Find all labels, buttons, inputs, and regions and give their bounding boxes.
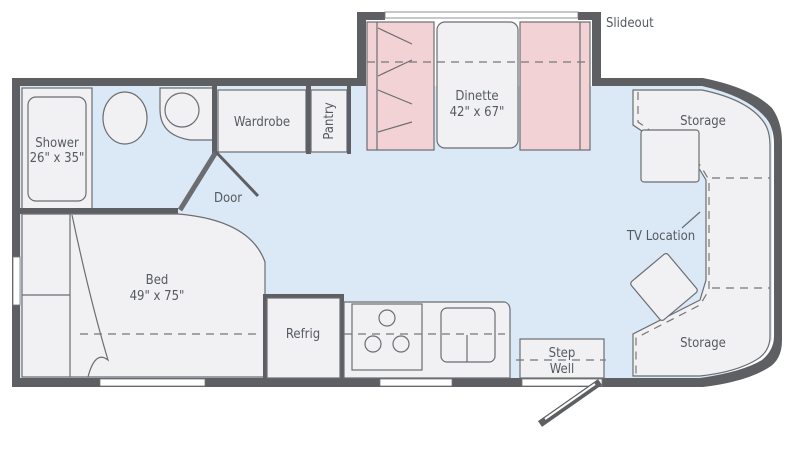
toilet-icon: [102, 91, 148, 145]
shower: [21, 87, 93, 211]
dinette-seat-right: [519, 21, 591, 151]
kitchen-window: [379, 378, 453, 387]
front-cab-area: [632, 89, 771, 377]
storage-top-label: Storage: [680, 114, 726, 129]
slideout-window: [384, 11, 579, 19]
shower-size: 26" x 35": [30, 151, 85, 166]
well-label: Well: [550, 362, 575, 377]
slideout-label: Slideout: [606, 16, 654, 31]
kitchen-sink-icon: [440, 307, 496, 363]
step-well: [519, 338, 605, 379]
dinette-table: [436, 21, 519, 149]
door-label: Door: [214, 191, 242, 206]
bed-size: 49" x 75": [130, 289, 185, 304]
rear-window: [12, 256, 21, 306]
wardrobe[interactable]: [217, 89, 307, 153]
seatbelt-icon: [377, 27, 413, 133]
driver-seat: [630, 253, 698, 321]
entry-door[interactable]: [537, 379, 603, 427]
passenger-seat: [640, 129, 700, 183]
bathroom-door[interactable]: [177, 150, 219, 212]
bed-label: Bed: [146, 273, 169, 288]
dinette-seat-left: [366, 21, 435, 151]
dinette-label: Dinette: [455, 89, 498, 104]
dinette-size: 42" x 67": [450, 105, 505, 120]
tv-location-label: TV Location: [626, 229, 695, 244]
bedroom-window: [99, 378, 206, 387]
storage-bottom-label: Storage: [680, 336, 726, 351]
pantry[interactable]: [310, 89, 348, 153]
stove-icon: [351, 303, 423, 371]
refrigerator[interactable]: [266, 297, 341, 379]
step-label: Step: [549, 346, 576, 361]
sink-icon: [159, 87, 215, 141]
bed: [21, 213, 266, 378]
entry-window: [521, 378, 603, 387]
refrig-label: Refrig: [286, 327, 320, 342]
shower-label: Shower: [35, 136, 79, 151]
pantry-label: Pantry: [322, 102, 337, 139]
wardrobe-label: Wardrobe: [234, 115, 290, 130]
exterior-wall: [12, 12, 782, 387]
door-swing: [214, 150, 260, 198]
